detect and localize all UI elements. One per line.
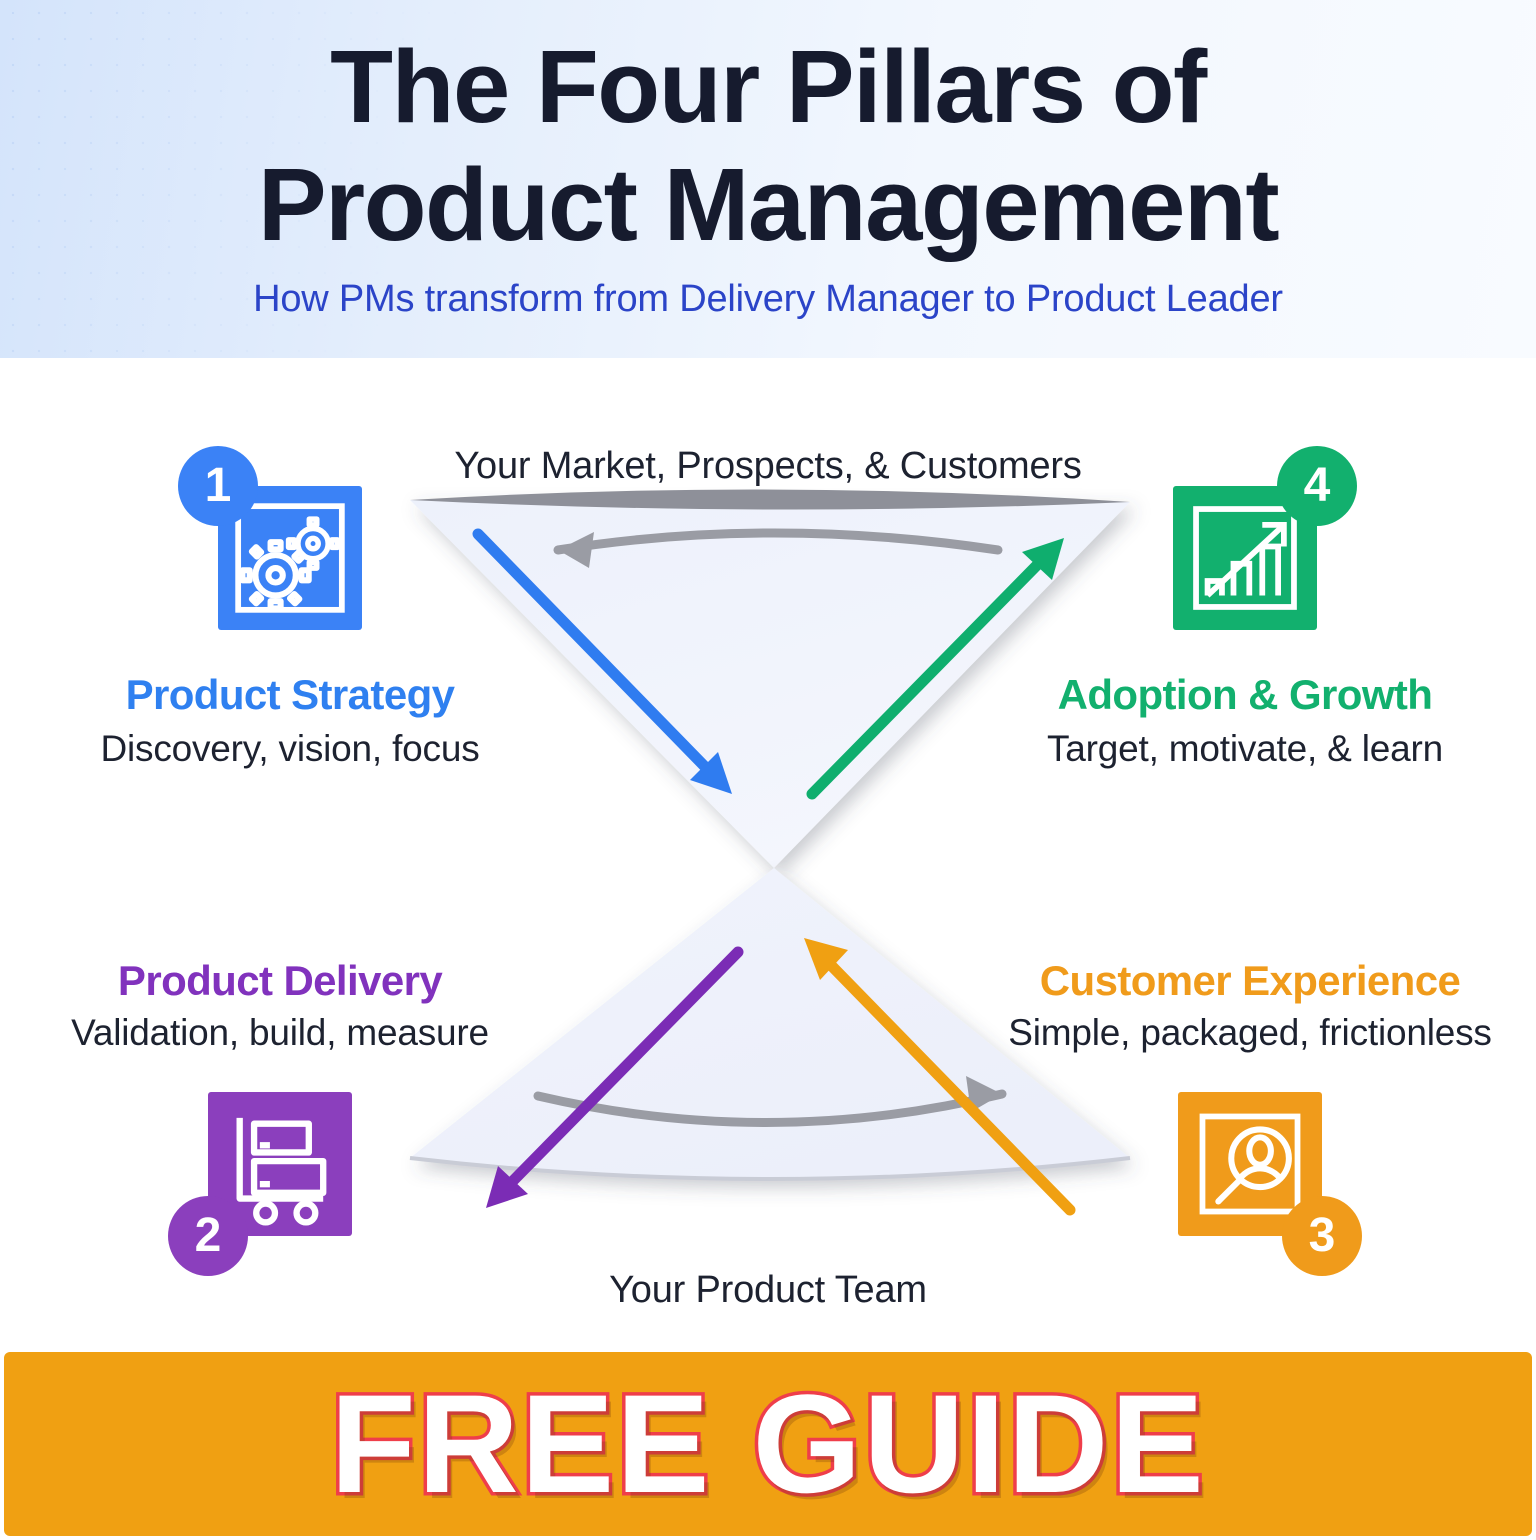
team-loop-arrow	[533, 1076, 1007, 1127]
funnel-top-label: Your Market, Prospects, & Customers	[454, 445, 1082, 487]
pillar-adoption-growth[interactable]: 4 Adoption & Growth Target, motivate, & …	[1010, 446, 1480, 772]
gears-icon	[218, 486, 362, 630]
pillar-2-icon-group: 2	[168, 1074, 370, 1276]
hourglass-funnel-graphic	[409, 489, 1131, 1216]
pillar-3-title: Customer Experience	[1039, 957, 1461, 1004]
funnel-bottom-label: Your Product Team	[609, 1269, 927, 1311]
page-title: The Four Pillars of Product Management	[257, 29, 1280, 262]
pillar-2-title: Product Delivery	[117, 957, 443, 1004]
free-guide-banner[interactable]: FREE GUIDE	[4, 1352, 1532, 1536]
pillar-product-strategy[interactable]: 1 Product Strategy Discovery, vision, fo…	[60, 446, 520, 772]
pillar-1-number-badge: 1	[178, 446, 258, 526]
free-guide-label: FREE GUIDE	[327, 1365, 1208, 1522]
pillar-4-title: Adoption & Growth	[1057, 671, 1433, 718]
header-band: The Four Pillars of Product Management H…	[0, 0, 1536, 358]
market-loop-arrow	[553, 528, 1003, 568]
page-subtitle: How PMs transform from Delivery Manager …	[253, 278, 1283, 320]
strategy-arrow	[472, 528, 732, 794]
diagram-area: Your Market, Prospects, & Customers	[0, 358, 1536, 1350]
pillar-3-number-badge: 3	[1282, 1196, 1362, 1276]
pillar-3-subtitle: Simple, packaged, frictionless	[1008, 1012, 1492, 1053]
delivery-arrow	[486, 946, 744, 1208]
funnel-upper-cone	[410, 500, 1130, 868]
pillar-product-delivery[interactable]: Product Delivery Validation, build, meas…	[40, 956, 520, 1276]
experience-arrow	[804, 938, 1076, 1216]
dot-pattern-decoration	[0, 0, 560, 358]
funnel-top-rim	[410, 489, 1130, 510]
pillar-2-number-badge: 2	[168, 1196, 248, 1276]
pillar-3-icon-group: 3	[1160, 1074, 1362, 1276]
pillar-4-icon-group: 4	[1155, 446, 1357, 648]
pillar-customer-experience[interactable]: Customer Experience Simple, packaged, fr…	[990, 956, 1510, 1276]
pillar-1-title: Product Strategy	[125, 671, 455, 718]
growth-arrow	[806, 538, 1064, 800]
pillar-2-subtitle: Validation, build, measure	[71, 1012, 489, 1053]
pillar-4-number-badge: 4	[1277, 446, 1357, 526]
pillar-1-subtitle: Discovery, vision, focus	[100, 728, 480, 769]
pillar-1-icon-group: 1	[178, 446, 380, 648]
pillar-4-subtitle: Target, motivate, & learn	[1046, 728, 1444, 769]
